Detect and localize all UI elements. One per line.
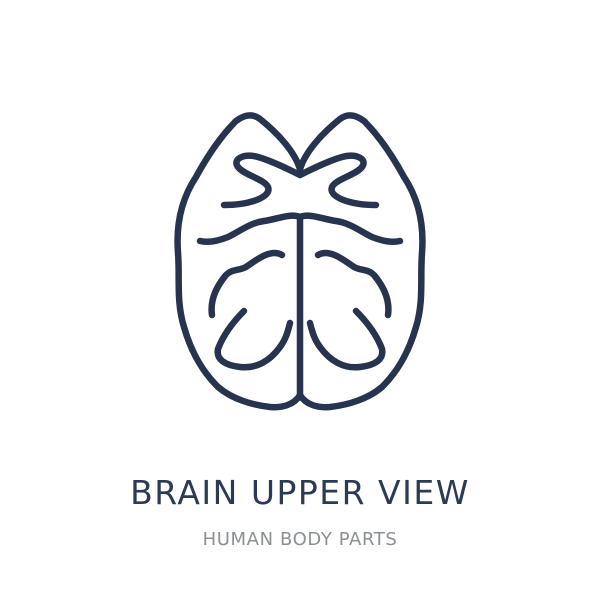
right-hemisphere-outline <box>296 112 426 411</box>
left-bottom-curl <box>214 307 294 371</box>
left-lower-gyrus <box>208 249 286 319</box>
brain-upper-view-icon <box>160 105 440 425</box>
left-hemisphere-outline <box>174 112 304 411</box>
left-mid-fold <box>196 212 304 246</box>
icon-category: HUMAN BODY PARTS <box>202 529 398 550</box>
right-mid-fold <box>296 212 404 246</box>
right-lower-gyrus <box>314 249 392 319</box>
left-frontal-fold <box>220 152 304 209</box>
icon-title: BRAIN UPPER VIEW <box>130 473 470 512</box>
brain-svg <box>174 112 426 411</box>
right-frontal-fold <box>296 152 380 209</box>
right-bottom-curl <box>306 307 386 371</box>
